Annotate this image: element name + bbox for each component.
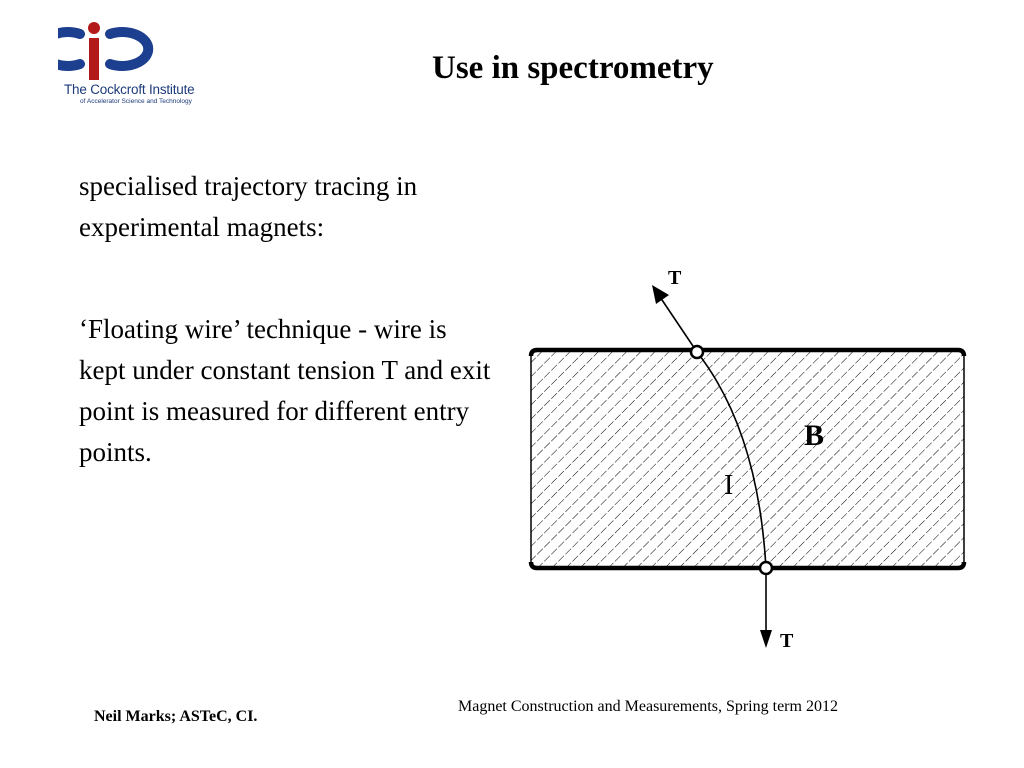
diagram-svg: T T B I	[528, 267, 967, 652]
magnet-outline	[528, 347, 967, 571]
current-label: I	[724, 470, 733, 501]
tension-label-top: T	[668, 267, 682, 289]
logo-title: The Cockcroft Institute	[64, 82, 195, 97]
slide-title: Use in spectrometry	[432, 50, 714, 86]
arrowhead-top-icon	[652, 285, 669, 304]
footer-author: Neil Marks; ASTeC, CI.	[94, 708, 258, 725]
entry-point-marker	[689, 344, 705, 360]
cockcroft-institute-logo: The Cockcroft Institute of Accelerator S…	[36, 18, 214, 108]
floating-wire-diagram: T T B I	[520, 260, 980, 660]
footer-course: Magnet Construction and Measurements, Sp…	[458, 698, 838, 715]
logo-emblem-icon	[36, 22, 154, 80]
body-paragraph-1: specialised trajectory tracing in experi…	[79, 171, 418, 242]
logo-subtitle: of Accelerator Science and Technology	[80, 98, 192, 105]
wire-trajectory	[696, 351, 767, 569]
arrowhead-bottom-icon	[760, 630, 772, 648]
tension-label-bottom: T	[780, 630, 794, 652]
body-paragraph-2: ‘Floating wire’ technique - wire is kept…	[79, 314, 491, 467]
exit-point-marker	[758, 560, 774, 576]
tension-arrow-top	[657, 293, 698, 353]
field-label: B	[804, 419, 824, 452]
